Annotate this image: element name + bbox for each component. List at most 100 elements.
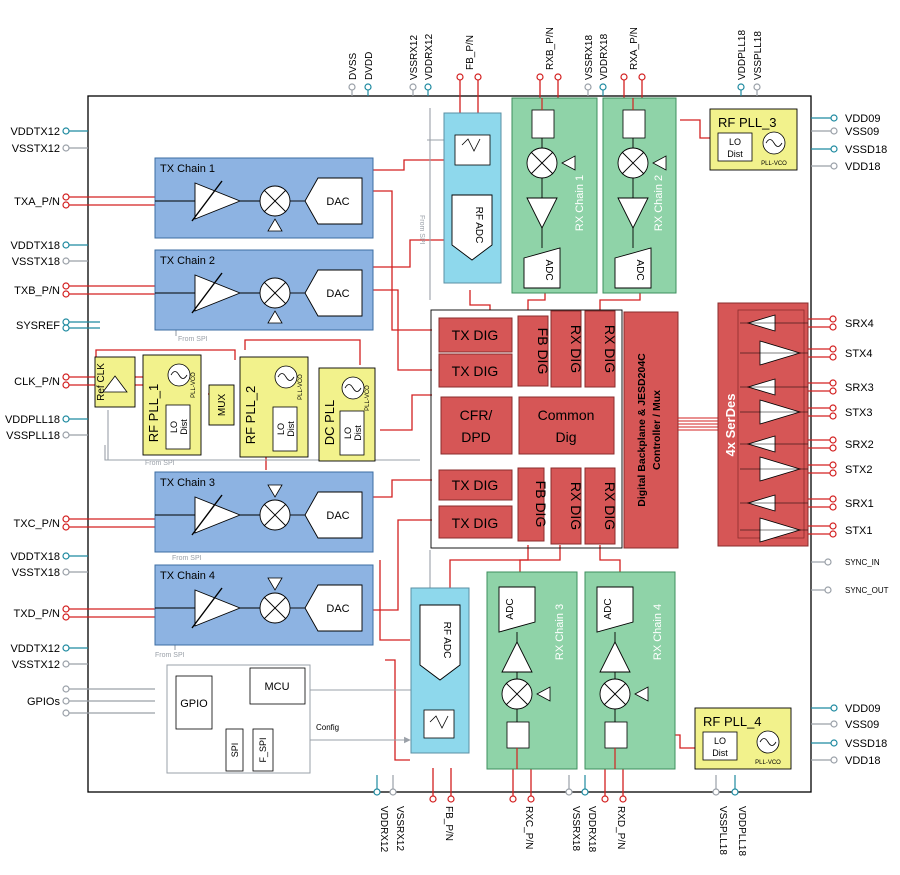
pin-pad <box>737 83 745 91</box>
left-pin-label: TXA_P/N <box>14 196 60 208</box>
fb-adc-top-label: RF ADC <box>473 207 484 244</box>
left-pin[interactable]: VDDPLL18 <box>5 414 88 426</box>
bottom-pin[interactable]: RXC_P/N <box>509 768 535 849</box>
pin-pad <box>62 515 70 523</box>
left-pin-label: GPIOs <box>27 696 61 708</box>
left-pin[interactable]: VSSTX12 <box>12 143 88 155</box>
top-pin[interactable]: VSSPLL18 <box>753 31 764 96</box>
mixer-x <box>505 682 529 706</box>
right-pin[interactable]: SRX4 <box>808 315 874 331</box>
pin-pad <box>829 503 837 511</box>
left-pin[interactable]: TXC_P/N <box>14 515 155 531</box>
left-pin[interactable]: GPIOs <box>27 685 155 717</box>
right-pin[interactable]: VDD09 <box>811 703 880 715</box>
bottom-pin[interactable]: VSSPLL18 <box>712 775 728 855</box>
pin-pad <box>62 613 70 621</box>
pin-pad <box>62 552 70 560</box>
lo-triangle <box>267 218 283 232</box>
lo-label: LO <box>276 423 286 435</box>
left-pin[interactable]: VDDTX12 <box>10 126 88 138</box>
left-pin[interactable]: VSSTX12 <box>12 659 88 671</box>
right-pin[interactable]: SYNC_OUT <box>811 586 889 595</box>
right-pin[interactable]: VSSD18 <box>811 738 887 750</box>
top-pin[interactable]: DVSS <box>348 52 359 96</box>
pin-pad <box>712 788 720 796</box>
rx-chain-label: RX Chain 3 <box>554 604 566 660</box>
right-pin-label: VDD18 <box>845 161 880 173</box>
bottom-pin[interactable]: FB_P/N <box>429 768 455 841</box>
top-pin[interactable]: VDDRX18 <box>599 33 610 96</box>
from-spi-note-5: From SPI <box>418 215 425 245</box>
pin-pad <box>830 704 838 712</box>
left-pin[interactable]: SYSREF <box>16 318 100 332</box>
bottom-pin[interactable]: VDDRX18 <box>581 775 597 853</box>
top-pin[interactable]: VSSRX18 <box>584 35 595 96</box>
right-pin[interactable]: SRX1 <box>808 495 874 511</box>
attenuator-box <box>622 109 646 139</box>
right-pin[interactable]: VDD18 <box>811 755 880 767</box>
right-pin[interactable]: VDD09 <box>811 113 880 125</box>
pin-pad <box>829 315 837 323</box>
mixer-x <box>263 503 287 527</box>
spi-notes: From SPI From SPI From SPI From SPI From… <box>145 215 425 659</box>
right-pin[interactable]: STX3 <box>808 404 873 420</box>
right-pin[interactable]: STX2 <box>808 461 873 477</box>
left-pin[interactable]: VSSTX18 <box>12 256 88 268</box>
fb-adc-top: RF ADC <box>443 112 502 284</box>
bottom-pin[interactable]: VSSRX18 <box>565 775 581 851</box>
vga-arrow <box>191 494 223 536</box>
right-pin[interactable]: VSSD18 <box>811 144 887 156</box>
rx-dig-4: RX DIG <box>602 482 618 530</box>
lo-label: LO <box>714 736 726 746</box>
right-pin[interactable]: STX1 <box>808 522 873 538</box>
right-pin[interactable]: STX4 <box>808 345 873 361</box>
left-pin[interactable]: VDDTX18 <box>10 240 88 252</box>
top-pin[interactable]: VDDPLL18 <box>737 30 748 96</box>
bottom-pin[interactable]: VSSRX12 <box>389 775 405 851</box>
top-pin[interactable]: DVDD <box>364 52 375 96</box>
right-pin[interactable]: SYNC_IN <box>811 558 880 567</box>
left-pin[interactable]: VDDTX12 <box>10 643 88 655</box>
adc-shape <box>596 586 634 633</box>
vco-sine <box>344 384 362 392</box>
right-pin[interactable]: VSS09 <box>811 126 879 138</box>
digital-backplane: Digital Backplane & JESD204C Controller … <box>623 311 679 549</box>
mux-block: MUX <box>208 384 235 426</box>
left-pin[interactable]: TXA_P/N <box>14 193 155 209</box>
left-pin[interactable]: VDDTX18 <box>10 551 88 563</box>
pin-pad <box>62 144 70 152</box>
top-pin[interactable]: FB_P/N <box>456 35 482 113</box>
left-pin[interactable]: TXB_P/N <box>14 282 155 298</box>
common-label: Common <box>538 407 595 423</box>
top-pin[interactable]: VDDRX12 <box>424 33 435 96</box>
control-block: GPIO MCU SPI F_SPI Config <box>166 664 339 774</box>
bottom-pin[interactable]: VDDRX12 <box>373 775 389 853</box>
pin-pad <box>554 73 562 81</box>
right-pin[interactable]: VDD18 <box>811 161 880 173</box>
right-pin-label: VSS09 <box>845 719 879 731</box>
right-pin[interactable]: SRX2 <box>808 436 874 452</box>
mixer-x <box>603 682 627 706</box>
left-pin[interactable]: VSSTX18 <box>12 567 88 579</box>
dig-label: Dig <box>555 429 576 445</box>
right-pin[interactable]: SRX3 <box>808 379 874 395</box>
pin-pad <box>62 241 70 249</box>
pin-pad <box>62 697 70 705</box>
pin-pad <box>62 257 70 265</box>
bottom-pin[interactable]: RXD_P/N <box>601 768 627 849</box>
pin-pad <box>829 495 837 503</box>
left-pin[interactable]: VSSPLL18 <box>6 430 88 442</box>
top-pin[interactable]: VSSRX12 <box>409 35 420 96</box>
rx-chain-label: RX Chain 1 <box>574 175 586 231</box>
right-pin[interactable]: VSS09 <box>811 719 879 731</box>
pin-pad <box>638 73 646 81</box>
pin-pad <box>527 795 535 803</box>
top-pin-label: RXA_P/N <box>629 27 640 70</box>
bottom-pin[interactable]: VDDPLL18 <box>731 775 747 856</box>
left-pin[interactable]: TXD_P/N <box>14 605 155 621</box>
pin-pad <box>830 720 838 728</box>
